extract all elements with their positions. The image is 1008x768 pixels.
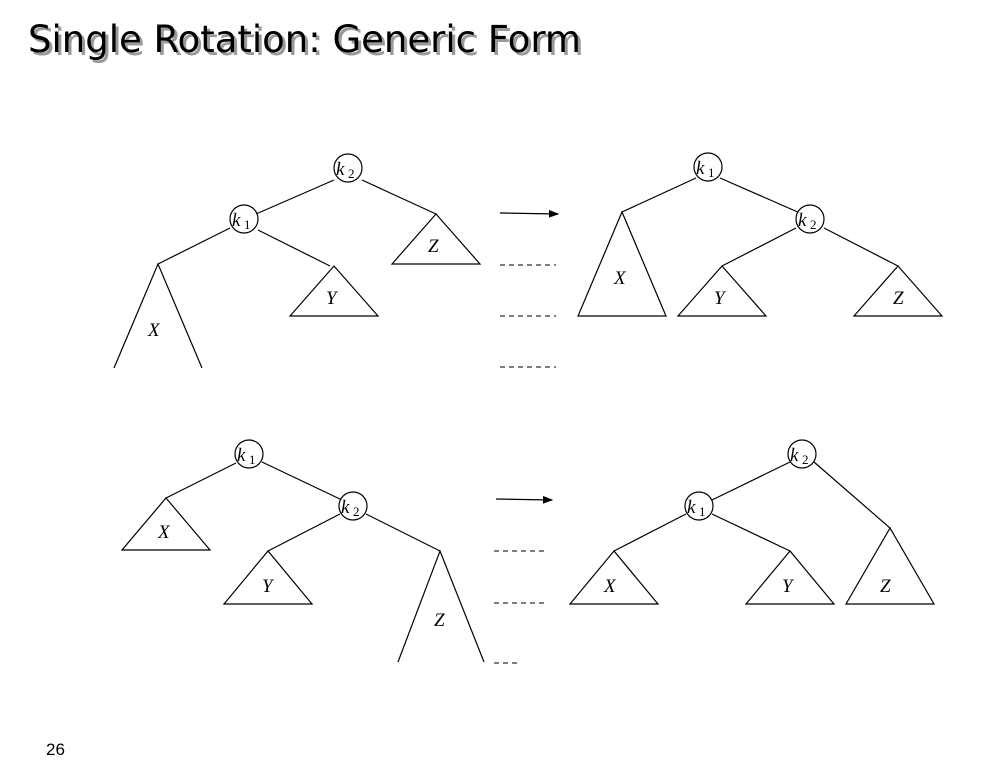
label-x: X (147, 320, 161, 341)
label-y: Y (262, 576, 275, 597)
node-k2-letter: k (341, 497, 350, 518)
subtree-z-triangle (852, 265, 944, 317)
label-x: X (157, 522, 171, 543)
label-y: Y (782, 576, 795, 597)
node-k2-letter: k (336, 159, 345, 180)
slide-title: Single Rotation: Generic Form (28, 18, 581, 61)
label-y: Y (326, 288, 339, 309)
node-k2-letter: k (790, 445, 799, 466)
node-k1 (693, 152, 723, 182)
edge (165, 462, 237, 499)
node-k2-index: 2 (353, 504, 360, 519)
edge (255, 179, 335, 215)
page-number: 26 (46, 740, 65, 759)
edge (823, 227, 899, 267)
subtree-y-triangle (676, 265, 768, 317)
subtree-z-outline (397, 549, 485, 663)
edge (365, 513, 441, 552)
node-k1-index: 1 (699, 504, 706, 519)
node-k2-index: 2 (348, 166, 355, 181)
edge (813, 461, 891, 529)
bottom-before-tree: k 1 k 2 X Y Z (120, 439, 485, 663)
subtree-x-outline (113, 262, 203, 369)
node-k1-letter: k (696, 158, 705, 179)
node-k2 (787, 439, 817, 469)
node-k1-letter: k (237, 445, 246, 466)
top-after-tree: k 1 k 2 X Y Z (577, 152, 944, 317)
subtree-x-triangle (568, 550, 660, 605)
label-x: X (613, 268, 627, 289)
bottom-after-tree: k 2 k 1 X Y Z (568, 439, 936, 605)
node-k2 (333, 153, 363, 183)
edge (361, 179, 437, 215)
node-k2-index: 2 (810, 217, 817, 232)
subtree-z-triangle (390, 213, 482, 265)
node-k1 (234, 439, 264, 469)
edge (261, 461, 343, 501)
edge (621, 177, 697, 213)
label-z: Z (880, 576, 891, 597)
edge (721, 227, 797, 267)
node-k1-letter: k (687, 497, 696, 518)
subtree-y-triangle (744, 550, 836, 605)
label-y: Y (714, 288, 727, 309)
label-z: Z (434, 610, 445, 631)
subtree-z-triangle (844, 526, 936, 605)
edge (257, 229, 331, 267)
node-k1-index: 1 (244, 217, 251, 232)
node-k2-index: 2 (802, 452, 809, 467)
label-x: X (603, 576, 617, 597)
top-arrow (499, 209, 560, 218)
bottom-arrow (495, 495, 554, 504)
node-k2 (795, 204, 825, 234)
top-before-tree: k 2 k 1 X Y Z (113, 153, 482, 369)
node-k2-letter: k (798, 210, 807, 231)
edge (613, 513, 687, 552)
node-k1-index: 1 (249, 452, 256, 467)
edge (267, 513, 341, 552)
subtree-x-triangle (577, 210, 667, 317)
edge (711, 461, 791, 501)
edge (157, 227, 231, 265)
subtree-y-triangle (288, 265, 380, 317)
node-k1 (684, 491, 714, 521)
node-k1-letter: k (232, 210, 241, 231)
node-k1 (229, 204, 259, 234)
node-k2 (338, 491, 368, 521)
label-z: Z (428, 236, 439, 257)
subtree-y-triangle (222, 550, 314, 605)
subtree-x-triangle (120, 497, 212, 551)
edge (711, 513, 791, 552)
edge (719, 177, 801, 214)
label-z: Z (893, 288, 904, 309)
node-k1-index: 1 (708, 165, 715, 180)
